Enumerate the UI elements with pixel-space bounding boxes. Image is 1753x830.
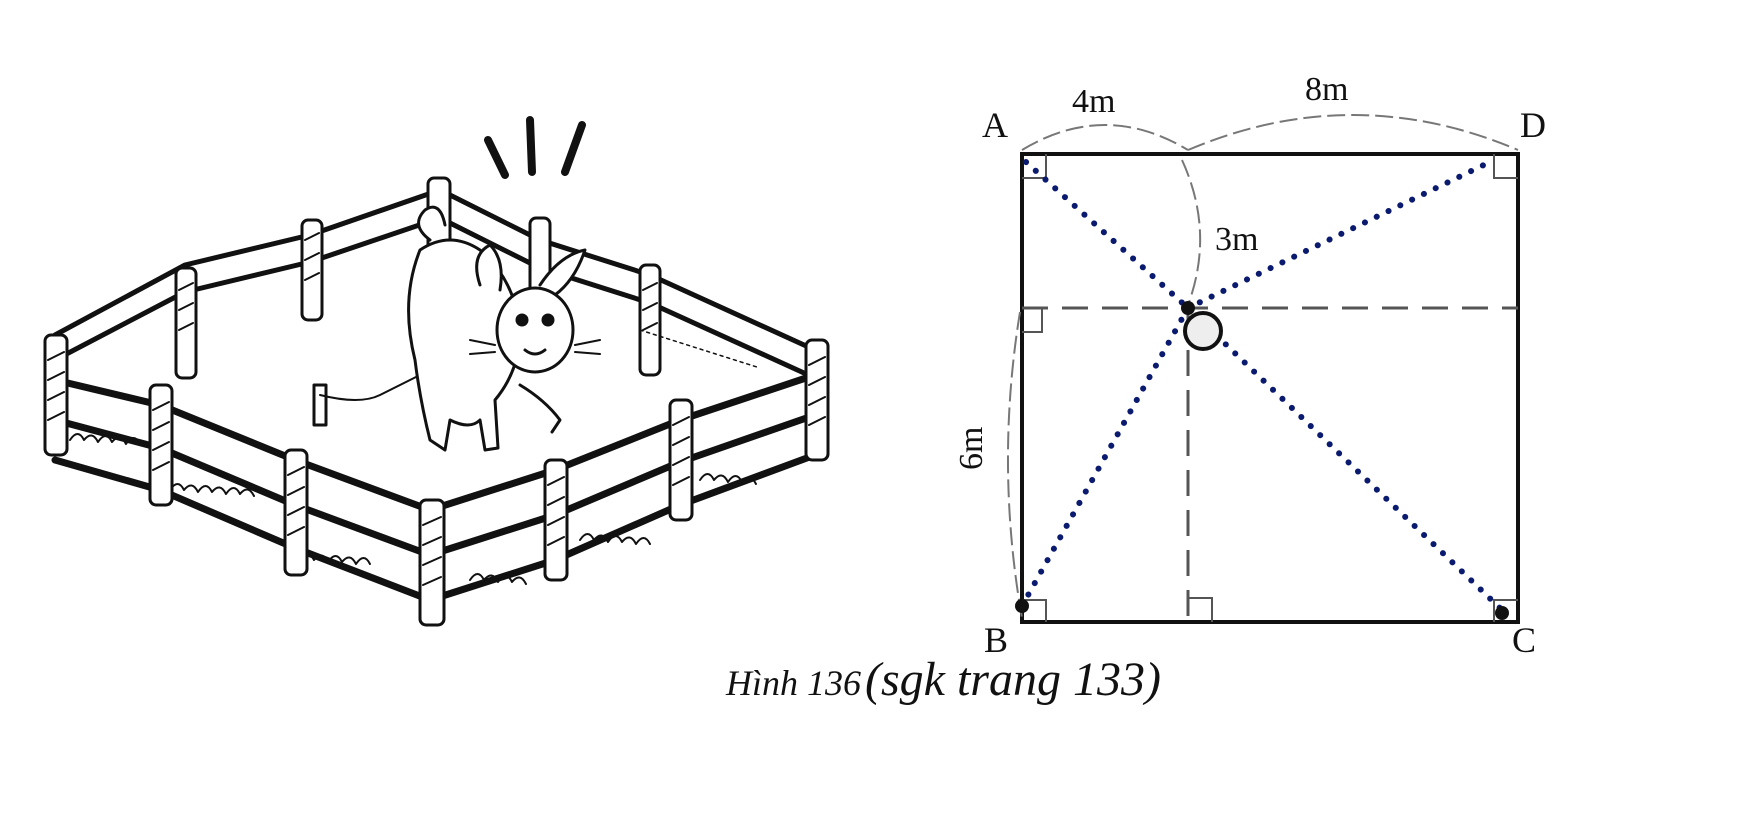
stake-marker — [1183, 311, 1223, 351]
measure-arcs — [1007, 114, 1519, 619]
fence-illustration — [43, 116, 830, 627]
tether-stake — [312, 374, 421, 427]
vertex-b-label: B — [984, 620, 1008, 660]
figure-caption: Hình 136 (sgk trang 133) — [726, 652, 1161, 707]
back-rails — [52, 187, 818, 381]
vertex-d-label: D — [1520, 105, 1546, 145]
point-b — [1015, 599, 1029, 613]
geometry-diagram: A D B C 4m 8m 3m 6m — [953, 71, 1546, 660]
rope-line — [639, 329, 761, 369]
right-angle-marks — [1022, 154, 1518, 622]
measure-8m-label: 8m — [1305, 71, 1348, 108]
measure-4m-label: 4m — [1072, 83, 1115, 120]
measure-6m-label: 6m — [953, 427, 990, 470]
diagonal-lines — [1019, 157, 1505, 613]
goat — [407, 205, 601, 452]
surprise-marks — [484, 116, 586, 179]
vertex-a-label: A — [982, 105, 1008, 145]
caption-source: (sgk trang 133) — [865, 653, 1161, 706]
vertex-c-label: C — [1512, 620, 1536, 660]
point-c — [1495, 606, 1509, 620]
rectangle-abcd — [1020, 152, 1520, 624]
caption-figure-number: Hình 136 — [726, 663, 861, 703]
measure-3m-label: 3m — [1215, 221, 1258, 258]
fence-posts — [43, 176, 830, 627]
post-hatching — [47, 232, 826, 586]
point-intersection — [1181, 301, 1195, 315]
